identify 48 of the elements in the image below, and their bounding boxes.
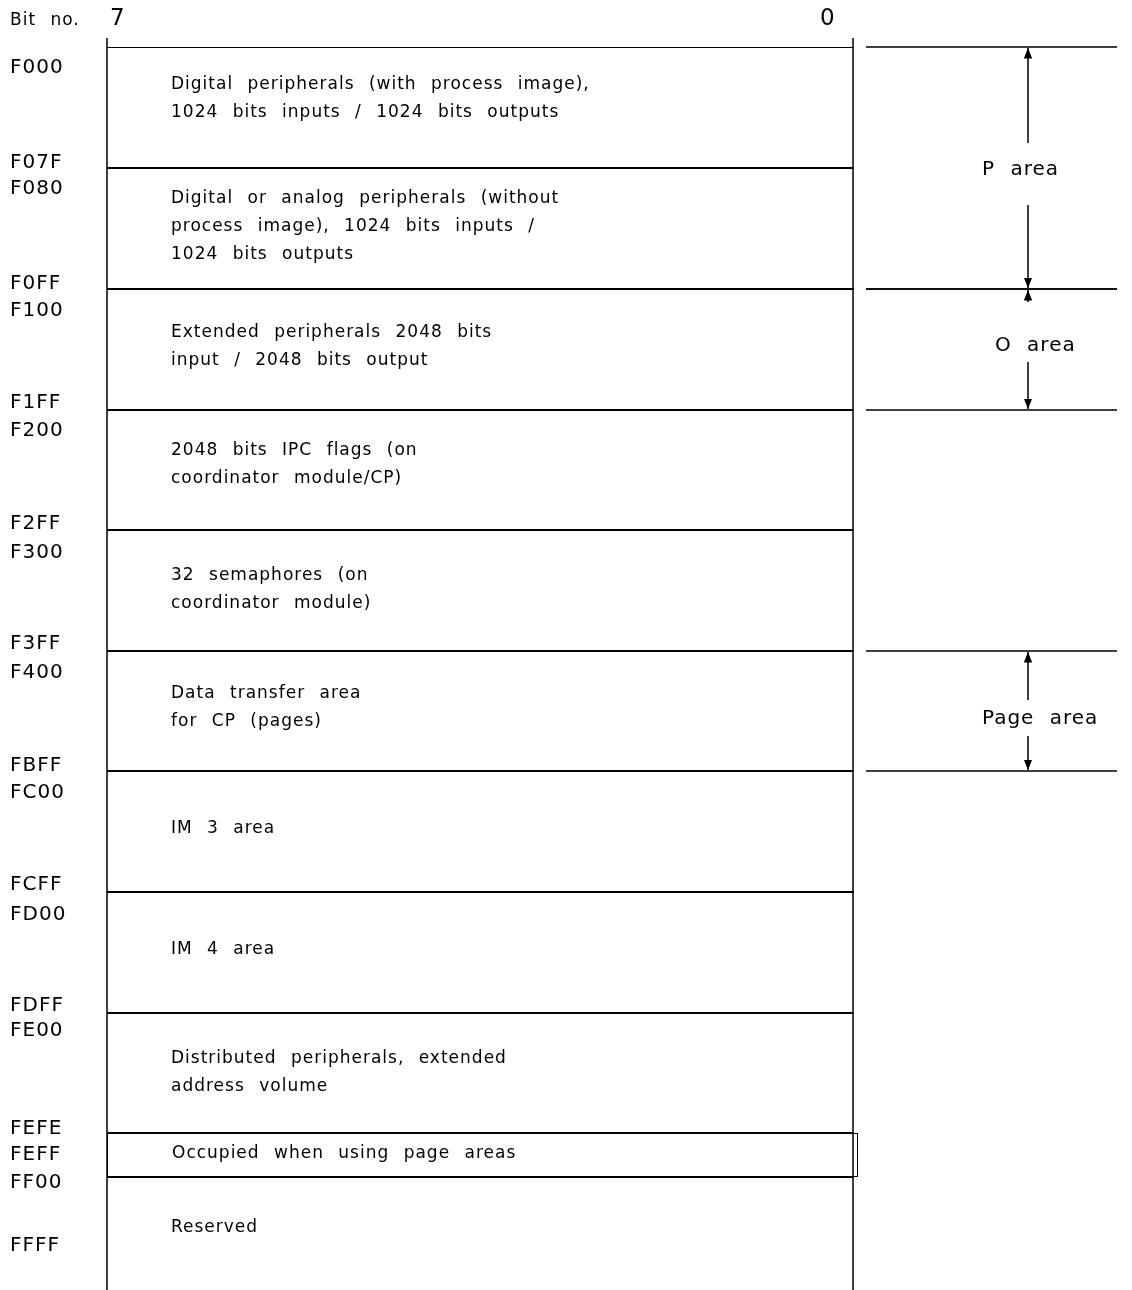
address-label: FD00 [10, 902, 67, 924]
address-label: F3FF [10, 631, 62, 653]
address-label: F07F [10, 150, 63, 172]
address-label: FEFF [10, 1142, 62, 1164]
address-label: F200 [10, 418, 64, 440]
memory-region [107, 1013, 854, 1133]
area-label: Page area [982, 706, 1099, 728]
address-label: FBFF [10, 753, 63, 775]
column-header: Bit no. [10, 8, 80, 30]
address-label: F2FF [10, 511, 62, 533]
region-text: IM 3 area [171, 816, 277, 839]
region-text: IM 4 area [171, 937, 277, 960]
address-label: FFFF [10, 1233, 60, 1255]
address-label: F080 [10, 176, 64, 198]
address-label: F300 [10, 540, 64, 562]
area-label: P area [982, 157, 1060, 179]
address-label: F0FF [10, 271, 62, 293]
address-label: FEFE [10, 1116, 63, 1138]
address-label: FF00 [10, 1170, 63, 1192]
region-text: Digital or analog peripherals (without process image), 1024 bits inputs / 1024 bits outputs [171, 186, 561, 265]
region-text: Distributed peripherals, extended address volume [171, 1046, 508, 1097]
area-label: O area [995, 333, 1076, 355]
memory-region [107, 289, 854, 410]
memory-region [107, 530, 854, 651]
memory-region [107, 47, 854, 168]
address-label: FC00 [10, 780, 65, 802]
address-label: F1FF [10, 390, 62, 412]
region-text: Digital peripherals (with process image), 1024 bits inputs / 1024 bits outputs [171, 72, 591, 123]
region-text: Occupied when using page areas [172, 1141, 518, 1164]
bit-number: 0 [820, 6, 836, 28]
address-label: F400 [10, 660, 64, 682]
region-text: 32 semaphores (on coordinator module) [171, 563, 373, 614]
bit-number: 7 [110, 6, 126, 28]
address-label: F100 [10, 298, 64, 320]
memory-region [107, 771, 854, 892]
address-label: F000 [10, 55, 64, 77]
memory-region [107, 651, 854, 771]
memory-region [107, 892, 854, 1013]
address-label: FE00 [10, 1018, 64, 1040]
memory-region [107, 410, 854, 530]
memory-region [107, 1133, 858, 1177]
memory-region [107, 168, 854, 289]
address-label: FCFF [10, 872, 63, 894]
region-text: Reserved [171, 1215, 260, 1238]
region-text: Data transfer area for CP (pages) [171, 681, 363, 732]
region-text: Extended peripherals 2048 bits input / 2048 bits output [171, 320, 494, 371]
region-text: 2048 bits IPC flags (on coordinator module/CP) [171, 438, 419, 489]
address-label: FDFF [10, 993, 64, 1015]
